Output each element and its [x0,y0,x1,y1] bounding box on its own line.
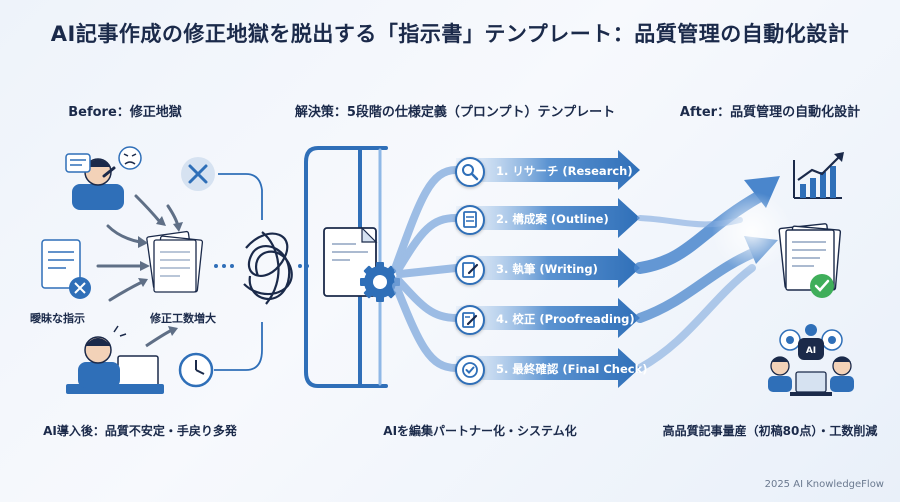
before-heading: Before：修正地獄 [68,105,182,120]
vague-instruction-label: 曖昧な指示 [30,312,85,325]
solution-caption: AIを編集パートナー化・システム化 [383,424,577,438]
step-4-label: 4. 校正 (Proofreading) [496,312,635,326]
step-5-label: 5. 最終確認 (Final Check) [496,362,648,376]
flow-arrowheads-before [138,216,183,287]
step-arrows [456,150,640,388]
tangle-icon [243,231,293,305]
overworked-person-icon [66,325,164,394]
step-2-label: 2. 構成案 (Outline) [496,212,609,226]
glow-effect [712,192,792,272]
paper-stack-icon [146,230,204,293]
ai-team-icon [768,324,854,396]
connector-lines-before [214,173,263,371]
pen-icon [455,255,485,285]
before-caption: AI導入後：品質不安定・手戻り多発 [43,424,237,438]
main-arrowhead [744,176,780,208]
solution-heading: 解決策：5段階の仕様定義（プロンプト）テンプレート [294,105,616,120]
step-3-label: 3. 執筆 (Writing) [496,262,598,276]
vague-instruction-document-icon [41,239,91,299]
flow-arrowhead-up [168,326,178,336]
fan-out-flows [392,166,460,372]
gear-small-icon [786,336,836,344]
stressed-person-icon [72,158,124,210]
angry-face-icon [118,146,142,170]
check-icon [455,355,485,385]
edit-icon [455,305,485,335]
gear-icon [360,262,400,302]
after-caption: 高品質記事量産（初稿80点）・工数削減 [662,424,878,438]
flow-arrow-up [145,328,173,348]
clock-icon [178,352,214,388]
dotted-connector [214,264,234,268]
speech-bubble-icon [65,153,91,173]
after-heading: After：品質管理の自動化設計 [679,105,861,120]
rework-label: 修正工数増大 [150,312,216,325]
step-1-label: 1. リサーチ (Research) [496,164,633,178]
page-title: AI記事作成の修正地獄を脱出する「指示書」テンプレート：品質管理の自動化設計 [50,22,850,46]
check-badge-icon [810,274,834,298]
growth-chart-icon [793,152,844,199]
document-icon [455,205,485,235]
search-icon [455,157,485,187]
error-x-icon [181,157,215,191]
ai-badge-text: AI [806,346,816,356]
footer-credit: 2025 AI KnowledgeFlow [764,479,884,490]
